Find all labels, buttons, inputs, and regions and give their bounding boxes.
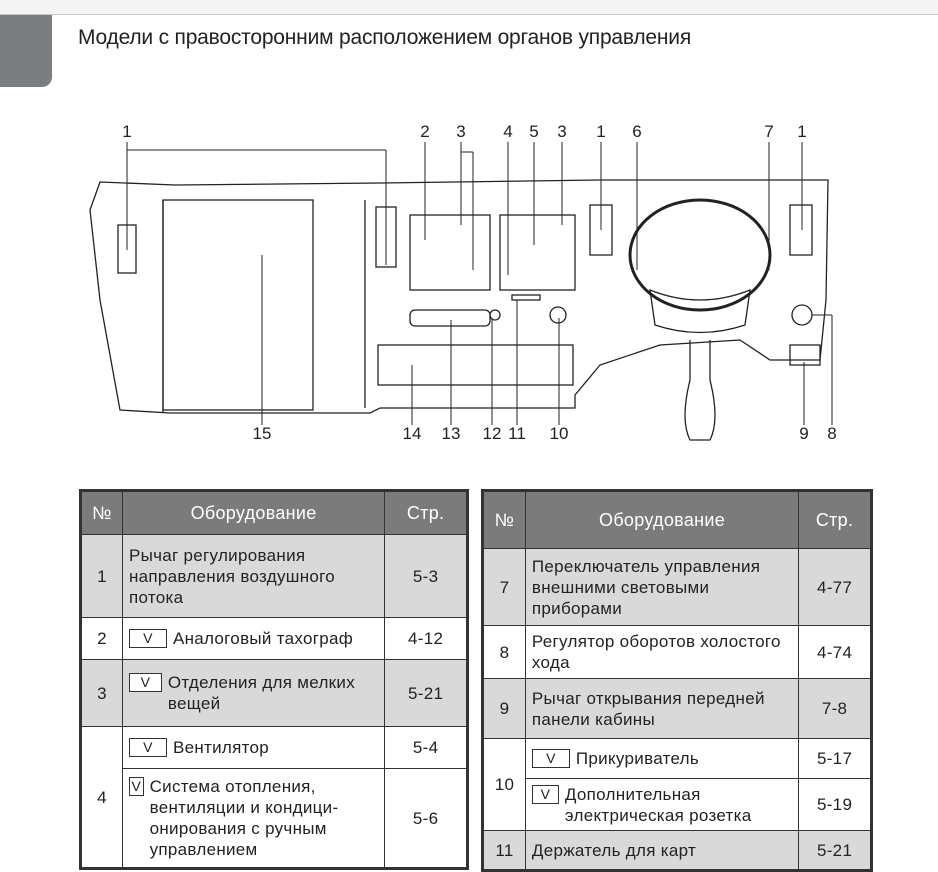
callout-6: 6 [632,122,642,141]
col-page: Стр. [798,490,872,549]
row-no: 8 [482,625,526,679]
row-page: 4-77 [798,548,872,626]
row-text: Отделения для мелких вещей [167,673,356,713]
row-page: 5-21 [798,830,872,871]
row-text: Переключатель управления внешними светов… [524,548,800,626]
row-no: 2 [80,617,123,660]
row-page: 4-12 [384,617,468,660]
col-equipment: Оборудование [524,490,800,549]
callout-8: 8 [827,424,837,443]
row-page: 5-4 [384,726,468,769]
version-badge: V [128,738,167,757]
callout-11: 11 [508,424,526,443]
row-no: 11 [482,830,526,871]
callout-9: 9 [799,424,809,443]
row-no: 3 [80,659,123,727]
version-badge: V [531,749,570,768]
callout-13: 13 [441,424,461,443]
page-title: Модели с правосторонним расположением ор… [78,26,692,49]
version-badge: V [128,673,162,692]
callout-14: 14 [402,424,422,443]
row-text: Аналоговый тахограф [172,629,354,648]
col-page: Стр. [384,490,468,535]
callout-1: 1 [122,122,132,141]
row-no: 7 [482,548,526,626]
row-no: 9 [482,678,526,739]
callout-2: 2 [420,122,430,141]
row-page: 5-3 [384,534,468,618]
callout-4: 4 [503,122,513,141]
row-page: 5-17 [798,738,872,779]
callout-3b: 3 [557,122,567,141]
row-page: 4-74 [798,625,872,679]
callout-3: 3 [456,122,466,141]
row-text: Вентилятор [172,738,270,757]
row-text: Рычаг открывания передней панели кабины [524,678,800,739]
col-no: № [482,490,526,549]
callout-7: 7 [764,122,774,141]
version-badge: V [128,629,167,648]
row-no: 10 [482,738,526,831]
row-text: Дополнительная электрическая розетка [564,784,752,825]
version-badge: V [531,784,559,804]
callout-15: 15 [252,424,272,443]
dashboard-diagram [89,142,833,441]
row-text: Система отопления, вентиляции и кондици-… [149,777,339,859]
section-tab [0,15,52,87]
callout-12: 12 [482,424,502,443]
callout-1b: 1 [596,122,606,141]
viewer-toolbar [0,0,938,15]
row-no: 4 [80,726,123,869]
table-row: V Система отопления, вентиляции и кондици… [81,768,468,869]
col-equipment: Оборудование [121,490,386,535]
callout-10: 10 [549,424,569,443]
row-page: 5-21 [384,659,468,727]
row-page: 5-6 [384,768,468,869]
col-no: № [80,490,123,535]
version-badge: V [128,777,144,796]
row-no: 1 [80,534,123,618]
row-text: Прикуриватель [575,749,700,768]
row-text: Держатель для карт [524,830,800,871]
callout-1c: 1 [797,122,807,141]
row-page: 7-8 [798,678,872,739]
callout-5: 5 [529,122,539,141]
row-text: Регулятор оборотов холостого хода [524,625,800,679]
row-page: 5-19 [798,778,872,831]
row-text: Рычаг регулирования направления воздушно… [121,534,386,618]
